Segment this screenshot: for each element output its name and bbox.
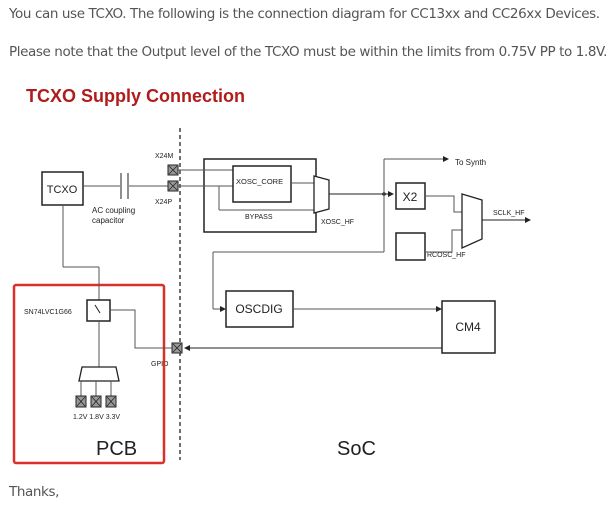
voltage-options-label: 1.2V 1.8V 3.3V: [73, 414, 120, 421]
note-paragraph: Please note that the Output level of the…: [9, 44, 608, 60]
voltage-pin-3v3-icon: [105, 395, 117, 408]
cm4-label: CM4: [455, 320, 481, 334]
diagram-title: TCXO Supply Connection: [26, 86, 245, 106]
xosc-mux-icon: [313, 175, 330, 214]
ac-coupling-label: AC coupling: [92, 206, 135, 215]
intro-paragraph: You can use TCXO. The following is the c…: [9, 6, 600, 22]
x24m-label: X24M: [155, 153, 173, 160]
pcb-highlight-box: [12, 283, 166, 465]
switch-label: SN74LVC1G66: [24, 309, 72, 316]
bypass-label: BYPASS: [245, 214, 273, 221]
switch-icon: [94, 304, 101, 314]
xosc-core-block: [232, 165, 292, 203]
x2-label: X2: [403, 190, 418, 204]
voltage-pin-1v2-icon: [75, 395, 87, 408]
oscdig-label: OSCDIG: [235, 302, 282, 316]
x24p-label: X24P: [155, 199, 172, 206]
to-synth-label: To Synth: [455, 158, 486, 167]
xosc-core-label: XOSC_CORE: [236, 177, 283, 186]
rcosc-block: [395, 232, 426, 261]
x24m-pin-icon: [167, 164, 179, 176]
sclk-hf-label: SCLK_HF: [493, 210, 525, 217]
capacitor-label: capacitor: [92, 216, 125, 225]
soc-label: SoC: [337, 438, 376, 460]
pcb-label: PCB: [96, 438, 137, 460]
cm4-block: [441, 300, 496, 354]
x2-block: [395, 182, 426, 210]
clock-mux-icon: [461, 193, 483, 250]
xosc-hf-label: XOSC_HF: [321, 219, 354, 226]
voltage-pin-1v8-icon: [90, 395, 102, 408]
x24p-pin-icon: [167, 180, 179, 192]
rcosc-hf-label: RCOSC_HF: [427, 252, 466, 259]
gpio-pin-icon: [171, 342, 183, 354]
voltage-mux-icon: [78, 366, 120, 382]
tcxo-label: TCXO: [47, 184, 78, 196]
closing-text: Thanks,: [9, 484, 59, 500]
gpio-label: GPIO: [151, 361, 169, 368]
